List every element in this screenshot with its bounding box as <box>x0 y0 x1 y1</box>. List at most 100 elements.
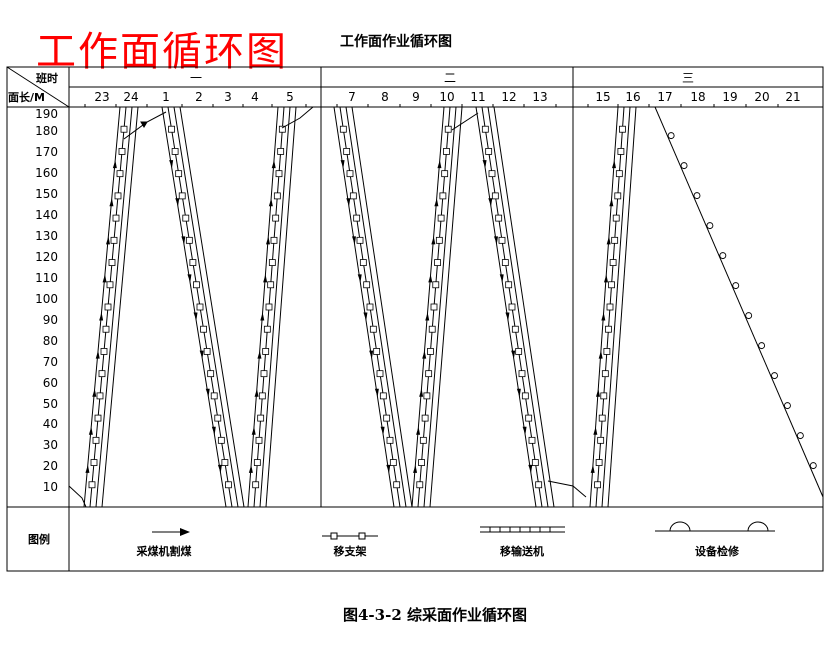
support-marker <box>196 303 204 311</box>
support-marker <box>200 325 207 333</box>
hour-label: 19 <box>722 90 737 104</box>
maintenance-line <box>654 106 824 498</box>
y-label: 60 <box>43 376 58 390</box>
support-marker <box>432 281 440 289</box>
hour-labels: 23 24 1 2 3 4 5 7 8 9 10 11 12 13 15 16 … <box>94 90 800 104</box>
figure-caption: 图4-3-2 综采面作业循环图 <box>343 606 527 624</box>
shearer-arrow <box>511 350 516 359</box>
support-marker <box>88 481 96 489</box>
support-marker <box>525 414 533 422</box>
support-marker <box>182 214 190 222</box>
support-marker <box>118 148 126 155</box>
y-label: 20 <box>43 459 58 473</box>
support-marker <box>265 303 273 311</box>
support-marker <box>434 259 441 266</box>
support-marker <box>609 259 617 266</box>
y-label: 150 <box>35 187 58 201</box>
legend-hump-icon <box>669 521 691 532</box>
hour-ticks <box>84 104 779 107</box>
shearer-arrow <box>425 312 430 321</box>
support-marker <box>376 370 384 378</box>
shift-label-2: 二 <box>444 71 456 85</box>
support-marker <box>100 348 108 355</box>
support-marker <box>379 392 387 400</box>
support-marker <box>349 192 357 200</box>
support-marker <box>619 125 626 133</box>
hour-label: 4 <box>251 90 259 104</box>
band-line <box>101 106 139 508</box>
shearer-arrow <box>88 426 93 435</box>
support-marker <box>258 392 266 400</box>
support-marker <box>268 259 276 266</box>
support-marker <box>600 392 608 400</box>
support-marker <box>217 436 225 444</box>
support-marker <box>389 459 397 466</box>
turn-connectors <box>68 106 587 508</box>
support-marker <box>262 348 270 355</box>
support-marker <box>439 192 447 200</box>
maintenance-line-path <box>654 106 824 498</box>
shearer-arrow <box>95 350 100 359</box>
support-marker <box>369 325 377 333</box>
shearer-arrow <box>431 236 436 245</box>
y-label: 190 <box>35 107 58 121</box>
support-marker <box>614 192 622 200</box>
shearer-arrow <box>181 236 186 245</box>
support-marker <box>346 170 354 178</box>
hour-label: 5 <box>286 90 294 104</box>
legend-label-support: 移支架 <box>334 544 367 558</box>
shearer-arrow <box>374 388 379 397</box>
shearer-arrow <box>248 464 253 473</box>
y-label: 110 <box>35 271 58 285</box>
maintenance-marker <box>706 222 714 230</box>
hour-label: 15 <box>595 90 610 104</box>
support-marker <box>443 148 450 155</box>
support-marker <box>225 481 232 489</box>
support-marker <box>430 303 438 311</box>
shearer-arrow <box>251 426 256 435</box>
shearer-arrow <box>193 312 198 321</box>
hour-label: 23 <box>94 90 109 104</box>
band-line <box>161 106 227 508</box>
band-line <box>265 106 297 508</box>
y-label: 130 <box>35 229 58 243</box>
shearer-arrow <box>413 464 418 473</box>
support-marker <box>363 281 371 289</box>
band-line <box>173 106 239 508</box>
support-marker <box>601 370 609 378</box>
support-marker <box>356 236 364 244</box>
support-marker <box>193 281 200 289</box>
shearer-arrow <box>263 274 268 283</box>
shearer-arrow <box>419 388 424 397</box>
support-marker <box>120 125 128 133</box>
maintenance-marker <box>745 312 753 320</box>
support-marker <box>605 325 612 333</box>
support-marker <box>98 370 106 378</box>
y-label: 90 <box>43 313 58 327</box>
hour-label: 17 <box>657 90 672 104</box>
shearer-arrow <box>369 350 374 359</box>
support-marker <box>595 459 603 466</box>
hour-label: 7 <box>348 90 356 104</box>
support-marker <box>444 125 452 133</box>
support-marker <box>437 214 445 222</box>
support-marker <box>210 392 218 400</box>
hour-label: 3 <box>224 90 232 104</box>
support-marker <box>214 414 222 422</box>
corner-diagonal <box>6 66 70 108</box>
support-marker <box>171 148 179 155</box>
legend-label-shearer: 采煤机割煤 <box>136 544 193 558</box>
support-marker <box>615 170 623 178</box>
y-label: 70 <box>43 355 58 369</box>
shearer-arrow <box>434 198 439 207</box>
y-label: 160 <box>35 166 58 180</box>
support-marker <box>428 325 436 333</box>
support-marker <box>501 259 509 266</box>
support-marker <box>373 348 381 355</box>
connector-bottom-2 <box>547 480 587 498</box>
legend-arrow-icon <box>180 528 190 536</box>
support-marker <box>418 459 425 466</box>
shearer-arrow <box>340 160 345 169</box>
support-marker <box>102 325 110 333</box>
legend-item-shearer: 采煤机割煤 <box>136 528 193 558</box>
